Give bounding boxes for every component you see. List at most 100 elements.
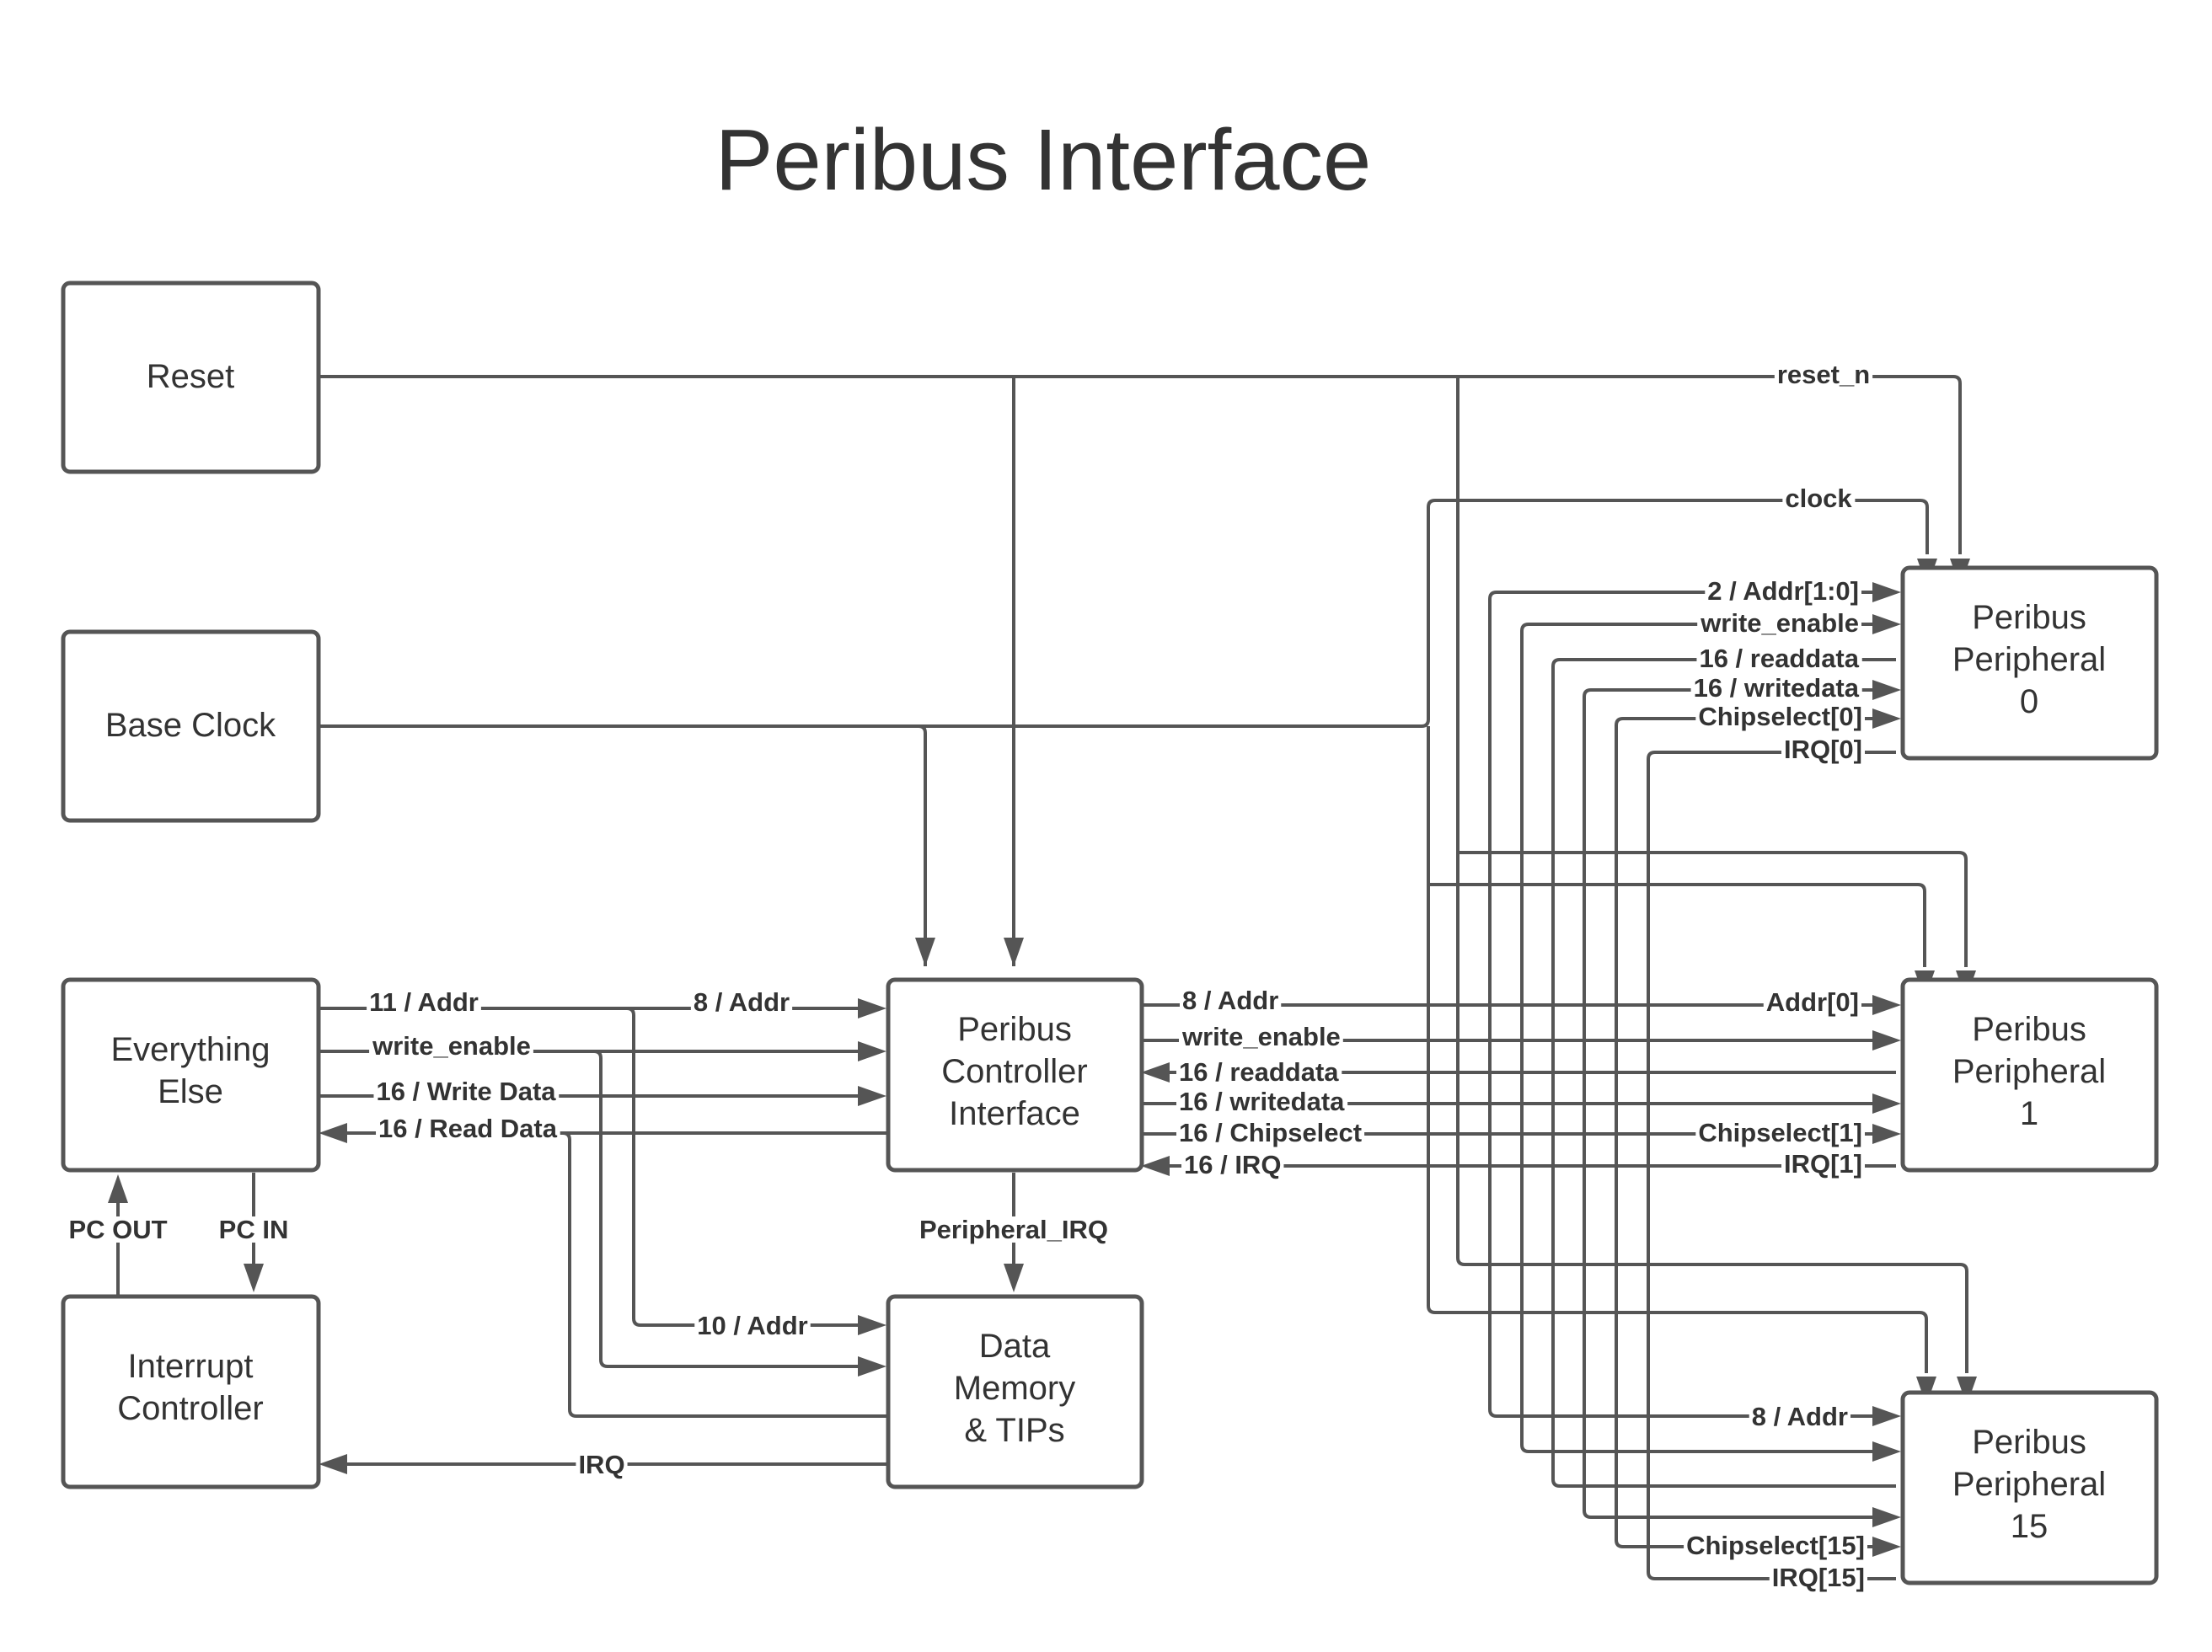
reset-label: Reset xyxy=(147,358,235,395)
cs-vertical-wire xyxy=(1615,725,1872,1548)
arrowhead xyxy=(1004,1264,1024,1292)
signal-label-background xyxy=(694,1313,811,1339)
signal-label-background xyxy=(1690,675,1862,701)
signal-label-background xyxy=(66,1216,170,1243)
signal-label-ee-addr: 11 / Addr xyxy=(369,987,479,1017)
signal-label-irq: IRQ xyxy=(578,1450,624,1479)
controller-label-line1: Peribus xyxy=(957,1011,1072,1048)
we-vertical-wire xyxy=(1520,631,1872,1453)
arrowhead xyxy=(319,1454,347,1474)
signal-label-background xyxy=(216,1216,292,1243)
peripheral-0-label-line3: 0 xyxy=(2020,683,2038,720)
signal-label-background xyxy=(376,1115,560,1141)
signal-label-ctrl-wd: 16 / writedata xyxy=(1179,1087,1345,1116)
reset-trunk-wire xyxy=(1456,377,1968,1373)
arrowhead xyxy=(858,1041,886,1061)
arrowhead xyxy=(244,1264,264,1292)
signal-label-p1-addr: Addr[0] xyxy=(1766,987,1859,1017)
signal-label-background xyxy=(1695,703,1865,730)
arrowhead xyxy=(1141,1062,1170,1083)
signal-label-background xyxy=(1176,1059,1342,1085)
signal-label-background xyxy=(1774,361,1873,388)
data-memory-label-line3: & TIPs xyxy=(964,1412,1064,1449)
addr-vertical-wire xyxy=(1488,599,1872,1418)
signal-label-pc-out: PC OUT xyxy=(68,1215,167,1244)
arrowhead xyxy=(1872,1406,1901,1426)
signal-label-background xyxy=(1769,1564,1867,1591)
arrowhead xyxy=(1004,938,1024,966)
arrowhead xyxy=(1872,1030,1901,1051)
p0-we-wire xyxy=(1520,623,1872,632)
arrowhead xyxy=(915,938,935,966)
wd-vertical-wire xyxy=(1583,697,1872,1519)
signal-label-p15-addr: 8 / Addr xyxy=(1752,1402,1848,1431)
signal-label-ctrl-rd: 16 / readdata xyxy=(1179,1057,1339,1087)
reset-to-p1-wire xyxy=(1458,851,1968,967)
p0-wd-wire xyxy=(1583,688,1872,698)
arrowhead xyxy=(858,1315,886,1335)
clock-wire xyxy=(319,499,1929,728)
signal-label-background xyxy=(1176,1120,1365,1146)
data-memory-label-line2: Memory xyxy=(954,1370,1075,1407)
signal-label-background xyxy=(1781,1151,1865,1177)
controller-label-line2: Controller xyxy=(941,1053,1087,1090)
signal-label-dm-addr: 10 / Addr xyxy=(697,1311,808,1340)
arrowhead xyxy=(858,998,886,1018)
peripheral-1-label-line1: Peribus xyxy=(1972,1011,2086,1048)
peripheral-15-label-line3: 15 xyxy=(2011,1508,2049,1545)
signal-label-p0-wd: 16 / writedata xyxy=(1694,673,1860,703)
signal-label-reset-n: reset_n xyxy=(1777,360,1870,389)
peripheral-15-block: Peribus Peripheral 15 xyxy=(1900,1390,2159,1585)
signal-label-background xyxy=(1705,578,1861,604)
clock-trunk-wire xyxy=(1427,726,1928,1373)
signal-label-p15-cs: Chipselect[15] xyxy=(1686,1531,1865,1560)
signal-label-background xyxy=(1179,1024,1343,1050)
interrupt-controller-label-line2: Controller xyxy=(117,1390,263,1427)
signal-label-ctrl-irq: 16 / IRQ xyxy=(1184,1150,1281,1179)
peripheral-15-label-line1: Peribus xyxy=(1972,1424,2086,1461)
arrowhead xyxy=(1141,1156,1170,1176)
p0-rd-wire xyxy=(1551,658,1896,667)
signal-label-p0-cs: Chipselect[0] xyxy=(1698,702,1862,731)
blocks: Reset Base Clock Everything Else Interru… xyxy=(61,281,2159,1585)
signal-labels: reset_n clock 2 / Addr[1:0] write_enable… xyxy=(66,360,1873,1592)
rd-vertical-wire xyxy=(1551,666,1896,1488)
base-clock-label: Base Clock xyxy=(105,707,276,744)
signal-label-background xyxy=(367,989,481,1015)
peripheral-1-label-line2: Peripheral xyxy=(1952,1053,2106,1090)
data-memory-block: Data Memory & TIPs xyxy=(886,1294,1144,1489)
signal-label-clock: clock xyxy=(1785,484,1852,513)
signal-label-background xyxy=(1684,1532,1867,1558)
p0-cs-wire xyxy=(1615,717,1872,726)
everything-else-label-line1: Everything xyxy=(111,1031,270,1068)
arrowhead xyxy=(1872,995,1901,1015)
signal-label-background xyxy=(1180,987,1282,1013)
signal-label-background xyxy=(1782,485,1856,511)
reset-block: Reset xyxy=(61,281,321,474)
signal-label-p1-cs: Chipselect[1] xyxy=(1698,1118,1862,1147)
signal-label-p1-irq: IRQ[1] xyxy=(1784,1149,1862,1179)
peripheral-15-label-line2: Peripheral xyxy=(1952,1466,2106,1503)
peripheral-1-label-line3: 1 xyxy=(2020,1095,2038,1132)
arrowhead xyxy=(1872,582,1901,602)
signal-label-ctrl-in-addr: 8 / Addr xyxy=(694,987,790,1017)
everything-else-block: Everything Else xyxy=(61,977,321,1173)
signal-label-background xyxy=(690,989,793,1015)
signal-label-ctrl-cs: 16 / Chipselect xyxy=(1179,1118,1362,1147)
signal-label-background xyxy=(373,1078,560,1104)
arrowhead xyxy=(1872,1124,1901,1144)
arrowhead xyxy=(1872,708,1901,729)
signal-label-ctrl-we: write_enable xyxy=(1181,1022,1341,1051)
signal-label-background xyxy=(1781,736,1865,762)
signal-label-p15-irq: IRQ[15] xyxy=(1772,1563,1865,1592)
controller-label-line3: Interface xyxy=(949,1095,1080,1132)
arrowhead xyxy=(108,1174,128,1203)
signal-label-p0-addr: 2 / Addr[1:0] xyxy=(1707,576,1859,606)
signal-label-background xyxy=(1176,1088,1348,1115)
ee-rd-branch-wire xyxy=(562,1131,886,1418)
clock-to-controller-wire xyxy=(918,724,927,966)
signal-label-pc-in: PC IN xyxy=(219,1215,289,1244)
signal-label-background xyxy=(1763,989,1861,1015)
everything-else-label-line2: Else xyxy=(158,1073,223,1110)
